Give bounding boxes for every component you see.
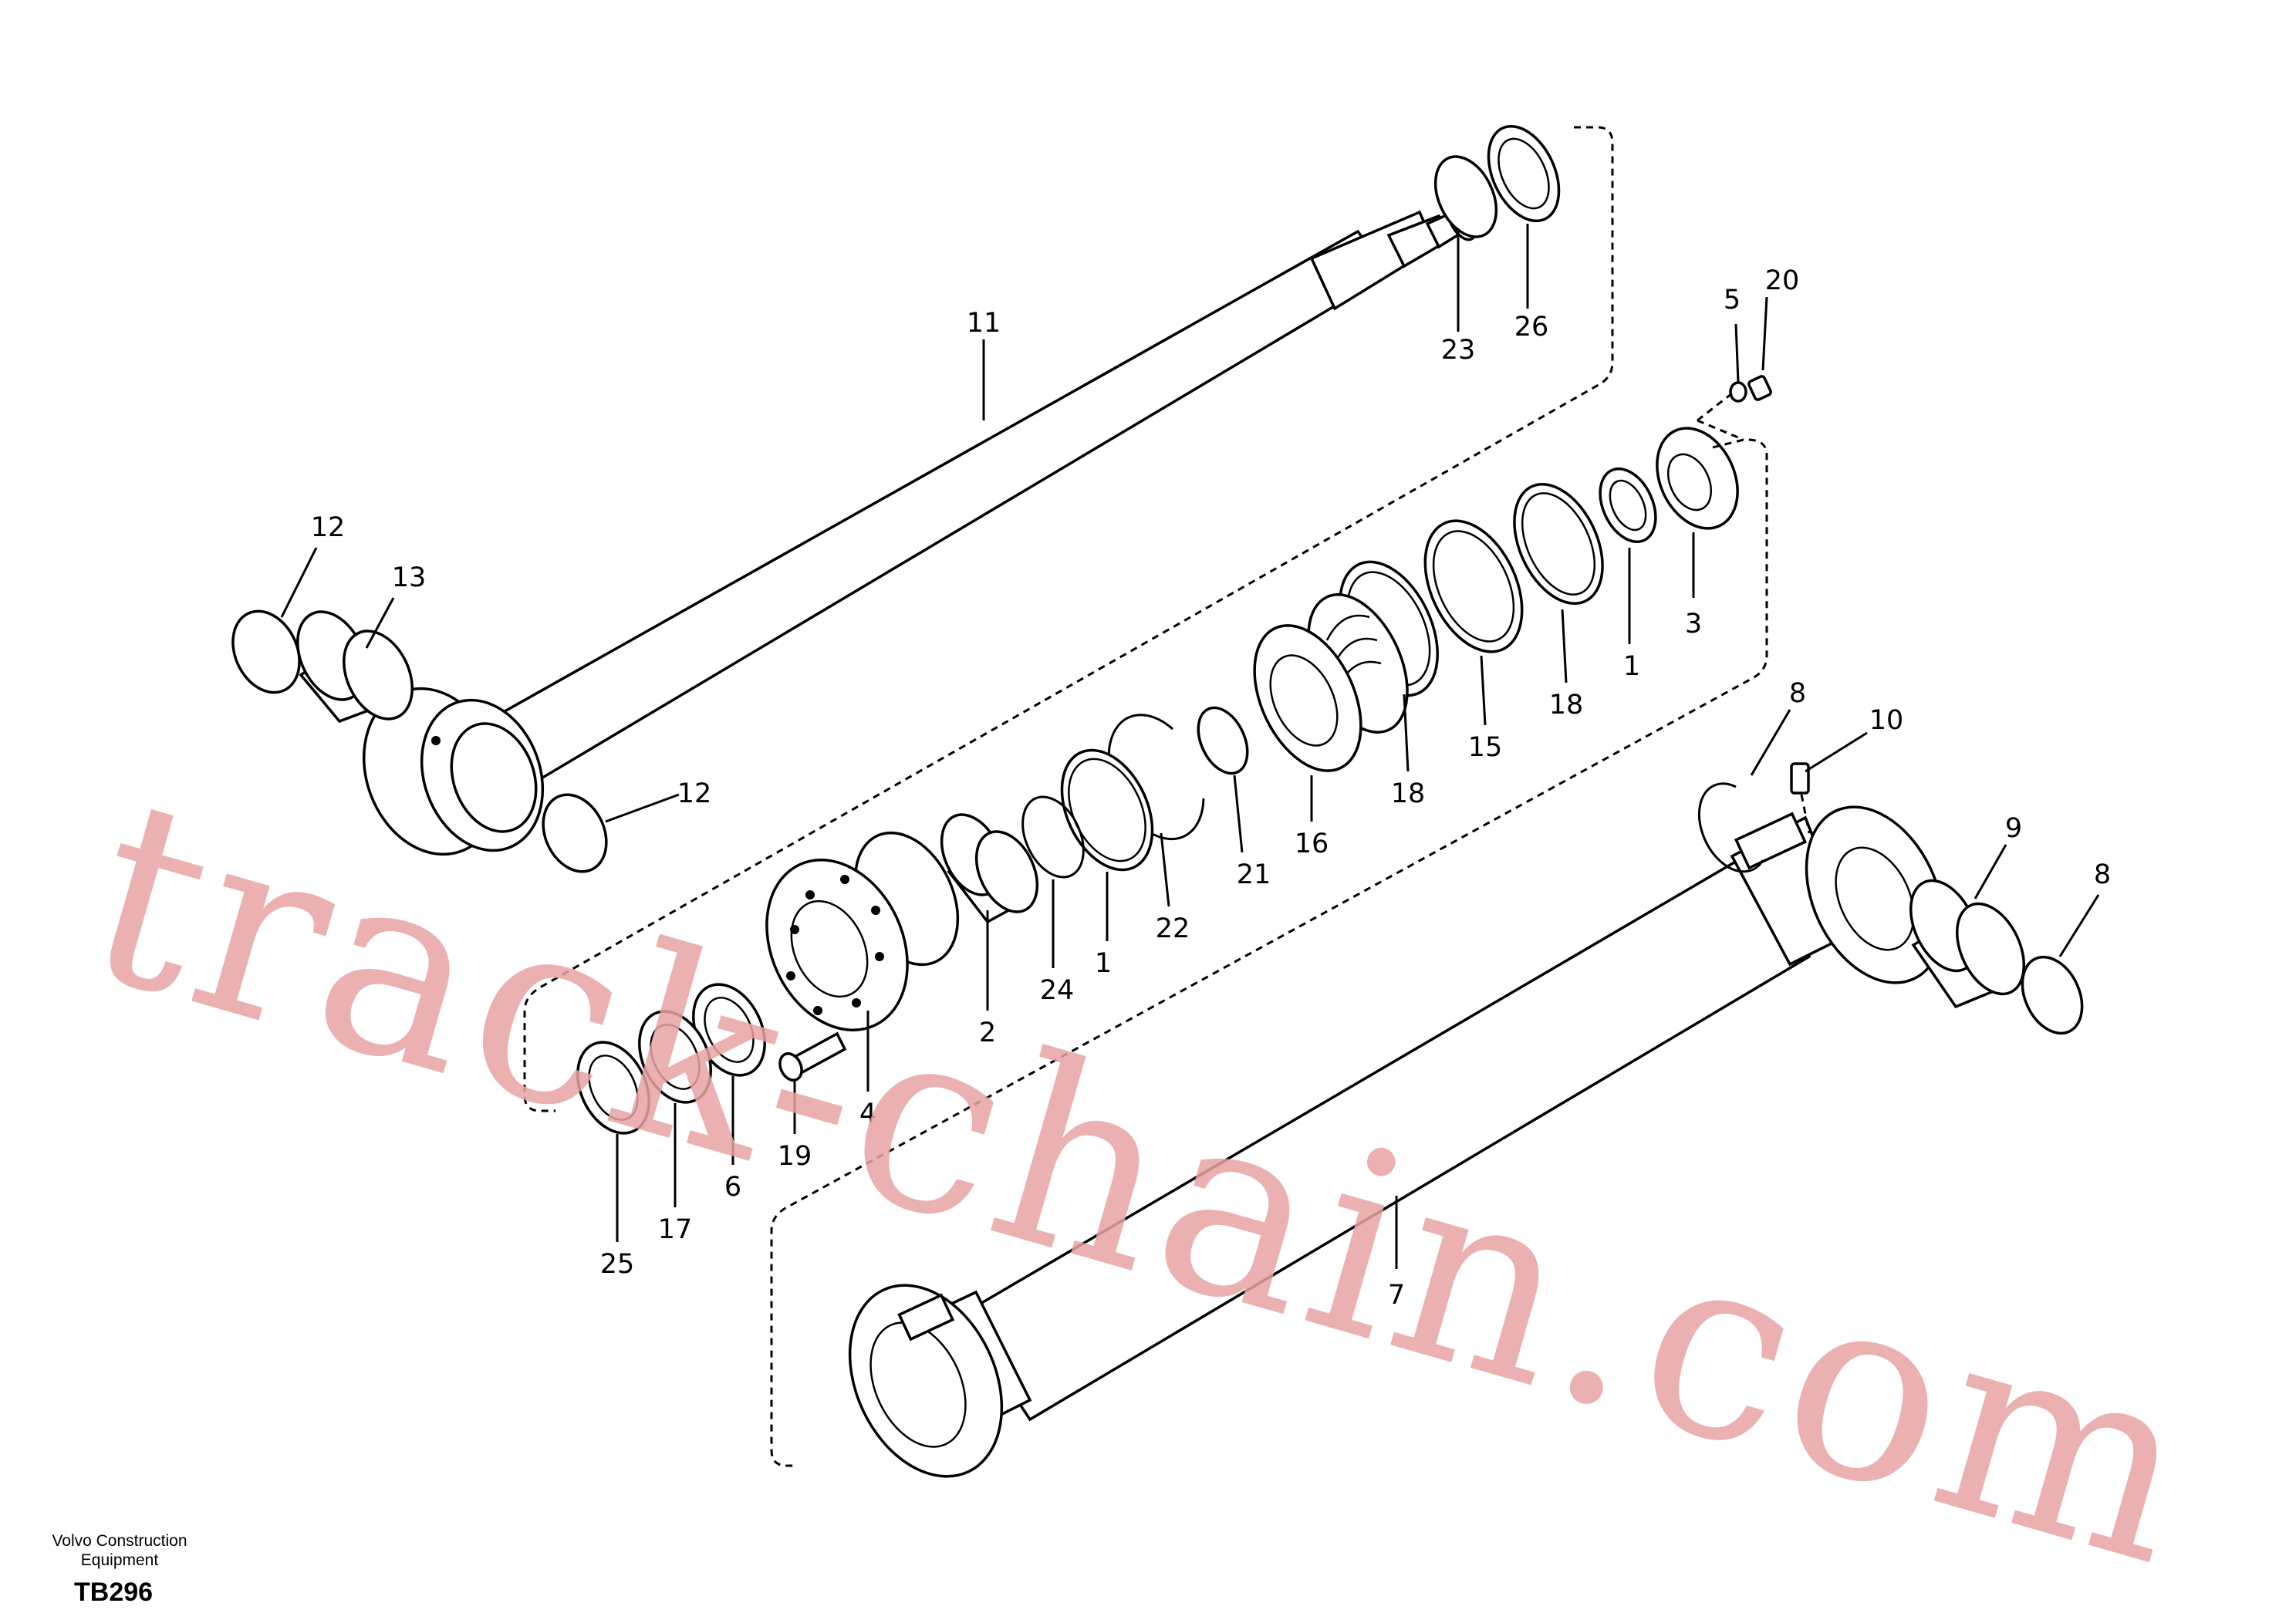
label-22: 22 (1156, 913, 1190, 944)
piston-rod-part (362, 201, 1477, 856)
label-8a: 8 (1789, 678, 1806, 709)
label-18b: 18 (1391, 778, 1426, 809)
label-5: 5 (1724, 285, 1741, 316)
nut-part-3 (1656, 427, 1739, 530)
label-16: 16 (1295, 829, 1329, 859)
label-15: 15 (1468, 732, 1503, 763)
seal-part-17 (638, 1010, 712, 1104)
label-1a: 1 (1623, 651, 1640, 682)
snap-ring-part-23 (1433, 155, 1498, 238)
seal-part-15 (1423, 519, 1524, 653)
snap-ring-part-8b (2021, 955, 2084, 1035)
part-number-labels: 11 23 26 5 20 12 13 12 3 1 18 15 18 16 2… (311, 265, 2111, 1311)
label-6: 6 (724, 1172, 741, 1203)
rivet-dash (1697, 392, 1733, 422)
footer-company-line2: Equipment (80, 1551, 159, 1569)
label-24: 24 (1040, 975, 1075, 1006)
piston-group-outline (770, 419, 1768, 1467)
footer-diagram-code: TB296 (74, 1578, 154, 1607)
label-7: 7 (1388, 1280, 1405, 1311)
label-25: 25 (600, 1249, 635, 1280)
label-13: 13 (392, 562, 427, 593)
wear-ring-part-18a (1513, 482, 1604, 606)
bushing-part-9 (1909, 879, 2026, 1009)
snap-ring-part-24 (1021, 795, 1085, 879)
label-11: 11 (967, 308, 1001, 339)
bushing-part-13 (296, 610, 414, 724)
label-21: 21 (1237, 859, 1271, 890)
bushing-part-2 (940, 813, 1039, 924)
label-26: 26 (1514, 312, 1549, 343)
piston-part-16 (1253, 593, 1409, 772)
footer-company-name: Volvo Construction Equipment (31, 1531, 208, 1570)
bolt-part-19 (778, 1031, 847, 1082)
label-23: 23 (1441, 335, 1476, 366)
label-10: 10 (1869, 705, 1904, 736)
label-12b: 12 (677, 778, 712, 809)
rod-group-outline (523, 126, 1614, 1112)
label-20: 20 (1765, 265, 1800, 296)
snap-ring-part-8a (1698, 782, 1764, 873)
ball-part-5 (1729, 381, 1747, 403)
label-18a: 18 (1549, 690, 1584, 721)
label-12a: 12 (311, 512, 346, 543)
label-4: 4 (859, 1099, 876, 1129)
label-8b: 8 (2094, 859, 2111, 890)
ring-part-1b (1060, 748, 1154, 872)
footer-company-line1: Volvo Construction (52, 1532, 187, 1550)
dust-seal-part-25 (576, 1041, 650, 1135)
label-17: 17 (658, 1214, 693, 1245)
rod-cover-part-4 (765, 831, 960, 1031)
label-19: 19 (778, 1141, 812, 1172)
o-ring-part-12a (231, 609, 301, 694)
label-2: 2 (979, 1018, 996, 1048)
cylinder-tube-part-7 (848, 805, 1945, 1478)
label-1b: 1 (1095, 948, 1112, 979)
o-ring-part-21 (1197, 706, 1249, 775)
o-ring-part-12b (542, 793, 608, 873)
ring-part-1a (1599, 467, 1657, 544)
set-screw-part-20 (1747, 375, 1772, 401)
label-9: 9 (2005, 813, 2022, 844)
washer-part-26 (1487, 124, 1561, 223)
label-3: 3 (1685, 609, 1702, 640)
leader-lines (280, 224, 2100, 1269)
grease-fitting-part-10 (1790, 762, 1811, 834)
